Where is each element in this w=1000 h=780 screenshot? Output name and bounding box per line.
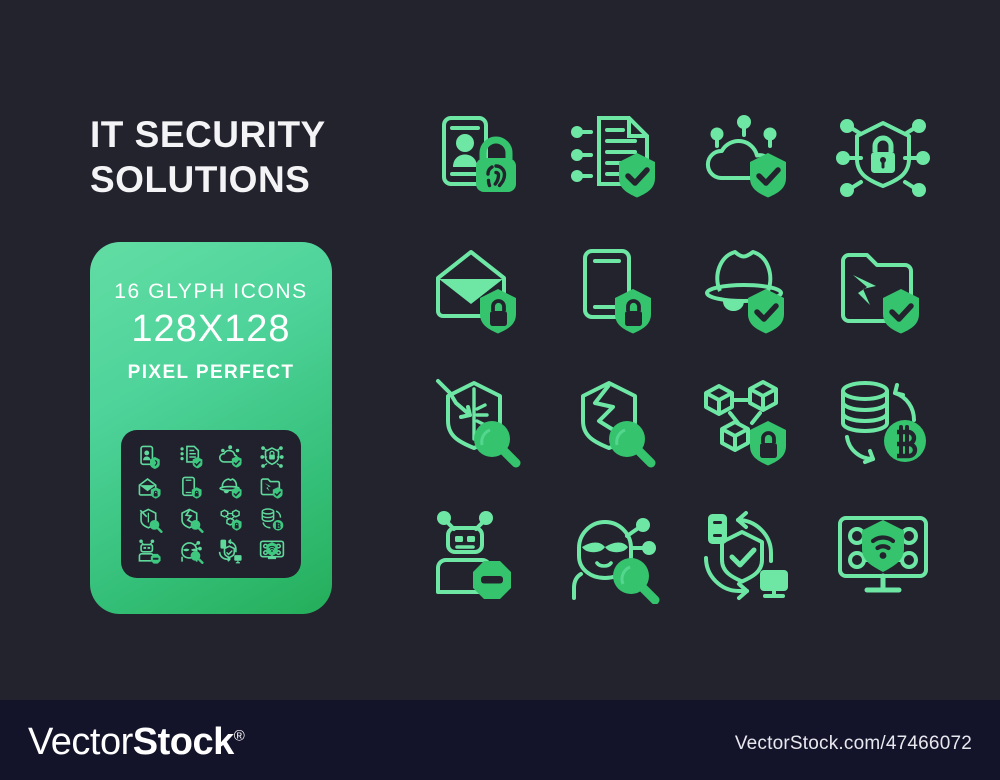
vectorstock-url: VectorStock.com/47466072 [734, 733, 972, 754]
incognito-hat-shield-check-icon [680, 225, 815, 358]
mini-icon-cloud-network-shield-check-icon [212, 442, 251, 472]
promo-card-text: 16 GLYPH ICONS 128X128 PIXEL PERFECT [90, 242, 332, 384]
logo-part-1: Vector [28, 721, 133, 763]
promo-pixel-perfect: PIXEL PERFECT [127, 362, 295, 383]
title-line-1: IT SECURITY [90, 114, 326, 155]
mini-icon-cracked-shield-magnifier-icon [172, 505, 211, 535]
email-envelope-shield-lock-icon [410, 225, 545, 358]
robot-bot-block-stop-icon [410, 490, 545, 623]
footer-bar: VectorStock® VectorStock.com/47466072 [0, 700, 1000, 780]
mini-icon-monitor-wifi-shield-network-icon [253, 537, 292, 567]
database-bitcoin-exchange-icon [815, 357, 950, 490]
mini-icon-shield-breach-arrow-magnifier-icon [131, 505, 170, 535]
folder-broken-shield-check-icon [815, 225, 950, 358]
cracked-shield-magnifier-icon [545, 357, 680, 490]
vectorstock-logo: VectorStock® [28, 721, 245, 764]
icon-grid [410, 92, 950, 622]
mini-icon-hacker-hoodie-magnifier-icon [172, 537, 211, 567]
mini-icon-device-sync-shield-check-icon [212, 537, 251, 567]
title-line-2: SOLUTIONS [90, 159, 311, 201]
shield-breach-arrow-magnifier-icon [410, 357, 545, 490]
mini-icon-database-bitcoin-exchange-icon [253, 505, 292, 535]
mini-icon-document-checklist-shield-check-icon [172, 442, 211, 472]
mini-icon-mobile-identity-fingerprint-lock-icon [131, 442, 170, 472]
mini-icon-blockchain-cubes-shield-lock-icon [212, 505, 251, 535]
promo-size: 128X128 [131, 308, 291, 350]
promo-glyph-count: 16 GLYPH ICONS [114, 280, 308, 303]
hacker-hoodie-magnifier-icon [545, 490, 680, 623]
blockchain-cubes-shield-lock-icon [680, 357, 815, 490]
mini-icon-incognito-hat-shield-check-icon [212, 474, 251, 504]
mini-icon-smartphone-shield-lock-icon [172, 474, 211, 504]
mobile-identity-fingerprint-lock-icon [410, 92, 545, 225]
logo-part-2: Stock [132, 721, 234, 763]
device-sync-shield-check-icon [680, 490, 815, 623]
mini-icon-network-nodes-shield-lock-icon [253, 442, 292, 472]
registered-mark-icon: ® [233, 727, 245, 745]
promo-card: 16 GLYPH ICONS 128X128 PIXEL PERFECT [90, 242, 332, 614]
smartphone-shield-lock-icon [545, 225, 680, 358]
mini-icon-email-envelope-shield-lock-icon [131, 474, 170, 504]
mini-icon-preview-panel [121, 430, 301, 578]
monitor-wifi-shield-network-icon [815, 490, 950, 623]
mini-icon-folder-broken-shield-check-icon [253, 474, 292, 504]
page-title: IT SECURITY SOLUTIONS [90, 112, 420, 202]
network-nodes-shield-lock-icon [815, 92, 950, 225]
mini-icon-robot-bot-block-stop-icon [131, 537, 170, 567]
document-checklist-shield-check-icon [545, 92, 680, 225]
cloud-network-shield-check-icon [680, 92, 815, 225]
